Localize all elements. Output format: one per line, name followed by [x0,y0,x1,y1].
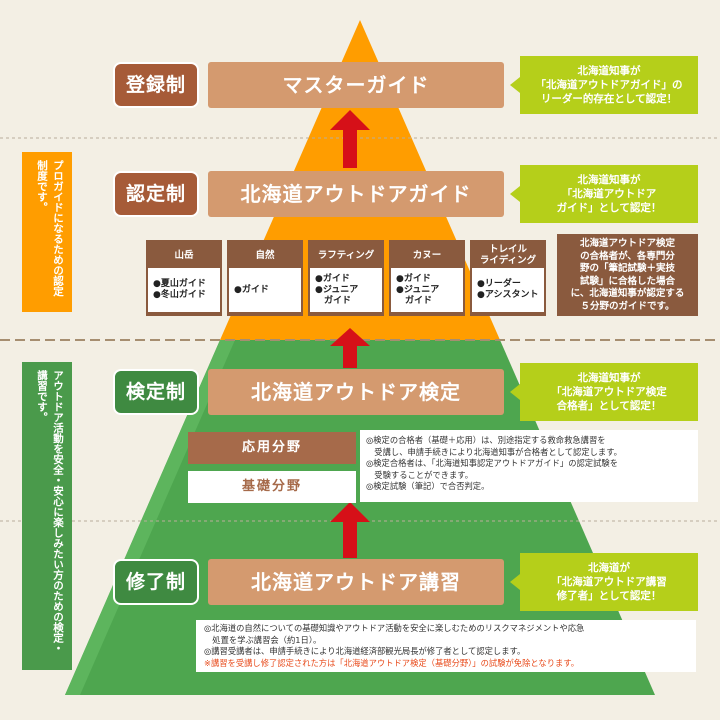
tier-title-outdoor-exam: 北海道アウトドア検定 [208,369,504,415]
fields-note: 北海道アウトドア検定 の合格者が、各専門分 野の「筆記試験＋実技 試験」に合格し… [557,234,698,316]
tier-badge-exam: 検定制 [113,369,199,415]
applied-field-label: 応用分野 [188,432,356,464]
field-items: ●ガイド ●ジュニア ガイド [310,268,382,312]
field-nature: 自然 ●ガイド [227,240,303,316]
field-items: ●夏山ガイド ●冬山ガイド [148,268,220,312]
field-name: ラフティング [317,249,375,261]
exemption-note: ※講習を受講し修了認定された方は「北海道アウトドア検定（基礎分野）」の試験が免除… [204,657,580,668]
tier-title-master-guide: マスターガイド [208,62,504,108]
basic-field-label: 基礎分野 [188,471,356,503]
arrow-up-icon [330,502,370,558]
callout-master-guide: 北海道知事が 「北海道アウトドアガイド」の リーダー的存在として認定！ [510,56,698,114]
side-label-enjoy: アウトドア活動を安全・安心に楽しみたい方のための検定・講習です。 [22,362,72,670]
pyramid-green-light-edge [65,340,235,695]
callout-outdoor-guide: 北海道知事が 「北海道アウトドア ガイド」として認定！ [510,165,698,223]
arrow-up-icon [330,110,370,168]
tier-title-outdoor-guide: 北海道アウトドアガイド [208,171,504,217]
callout-outdoor-exam: 北海道知事が 「北海道アウトドア検定 合格者」として認定！ [510,363,698,421]
field-trail-riding: トレイル ライディング ●リーダー ●アシスタント [470,240,546,316]
field-name: トレイル ライディング [479,244,537,266]
side-label-pro: プロガイドになるための認定制度です。 [22,152,72,312]
field-items: ●リーダー ●アシスタント [472,268,544,312]
field-mountain: 山岳 ●夏山ガイド ●冬山ガイド [146,240,222,316]
tier-title-outdoor-course: 北海道アウトドア講習 [208,559,504,605]
course-notes: ◎北海道の自然についての基礎知識やアウトドア活動を安全に楽しむためのリスクマネジ… [196,620,696,672]
tier-badge-registration: 登録制 [113,62,199,108]
field-canoe: カヌー ●ガイド ●ジュニア ガイド [389,240,465,316]
field-items: ●ガイド ●ジュニア ガイド [391,268,463,312]
callout-outdoor-course: 北海道が 「北海道アウトドア講習 修了者」として認定！ [510,553,698,611]
field-name: 自然 [255,249,275,261]
exam-notes: ◎検定の合格者（基礎＋応用）は、別途指定する救命救急講習を 受講し、申請手続きに… [360,430,698,502]
field-name: カヌー [412,249,442,261]
field-name: 山岳 [174,249,194,261]
field-items: ●ガイド [229,268,301,312]
tier-badge-course: 修了制 [113,559,199,605]
tier-badge-certification: 認定制 [113,171,199,217]
field-rafting: ラフティング ●ガイド ●ジュニア ガイド [308,240,384,316]
arrow-up-icon [330,328,370,368]
